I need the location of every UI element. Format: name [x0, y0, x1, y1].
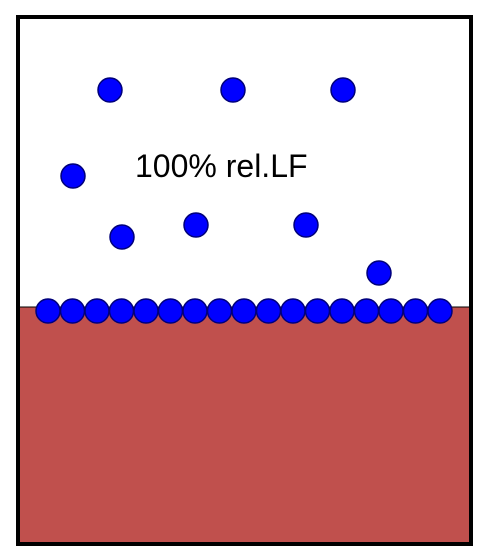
- adsorbed-molecule: [133, 298, 159, 324]
- diagram-frame: [16, 15, 473, 546]
- adsorbed-molecule: [378, 298, 404, 324]
- adsorbed-molecule: [304, 298, 331, 324]
- gas-molecule: [220, 77, 246, 103]
- adsorbed-molecules: [35, 298, 453, 324]
- gas-molecules: [60, 77, 392, 286]
- gas-molecule: [109, 224, 135, 250]
- adsorbed-molecule: [206, 298, 233, 324]
- adsorbed-molecule: [84, 298, 110, 324]
- adsorbed-molecule: [231, 298, 257, 324]
- gas-molecule: [60, 163, 86, 189]
- adsorbed-molecule: [182, 298, 208, 324]
- adsorbed-molecule: [108, 298, 135, 324]
- humidity-label: 100% rel.LF: [135, 148, 308, 184]
- gas-molecule: [183, 212, 209, 238]
- adsorbed-molecule: [427, 298, 453, 324]
- gas-molecule: [330, 77, 356, 103]
- adsorbed-molecule: [255, 298, 282, 324]
- adsorbed-molecule: [157, 298, 184, 324]
- gas-molecule: [97, 77, 123, 103]
- gas-molecule: [293, 212, 319, 238]
- adsorbed-molecule: [59, 298, 86, 324]
- substrate-block: [18, 307, 471, 544]
- adsorbed-molecule: [353, 298, 380, 324]
- gas-molecule: [366, 260, 392, 286]
- adsorbed-molecule: [329, 298, 355, 324]
- adsorbed-molecule: [280, 298, 306, 324]
- adsorbed-molecule: [402, 298, 429, 324]
- adsorbed-molecule: [35, 298, 61, 324]
